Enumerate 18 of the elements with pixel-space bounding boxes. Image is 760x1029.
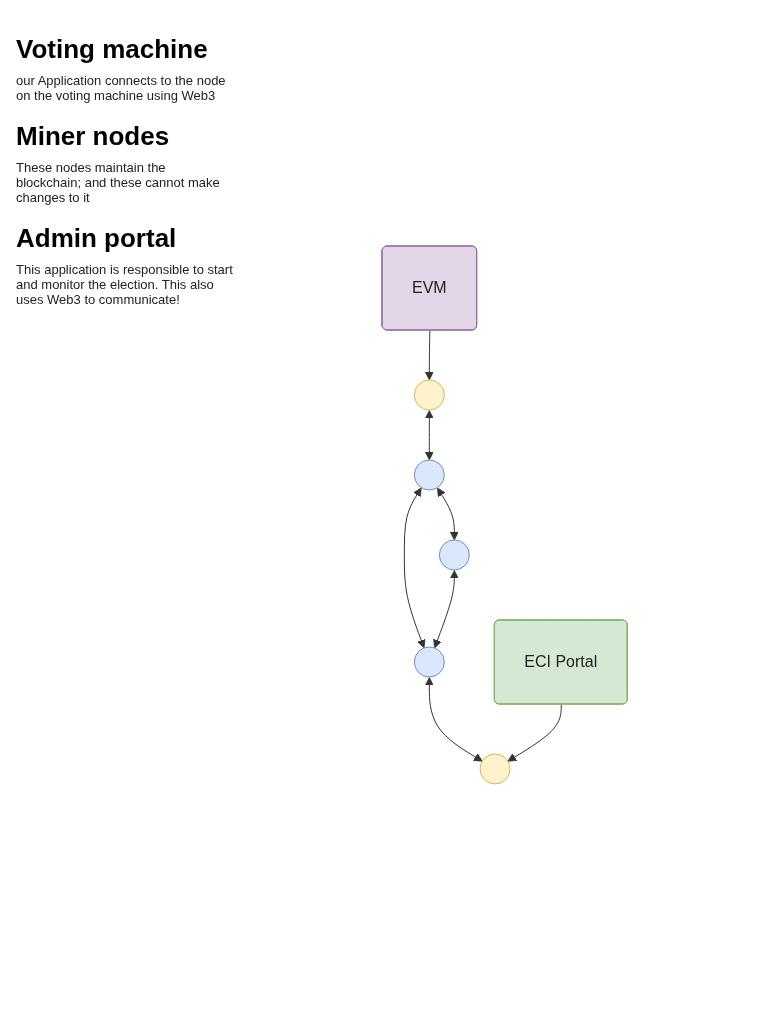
arrow xyxy=(425,409,435,460)
node-circle xyxy=(439,539,471,570)
arrow xyxy=(425,329,435,380)
node-circle xyxy=(414,379,446,410)
arrow xyxy=(507,703,563,762)
section-heading: Admin portal xyxy=(16,223,178,254)
node-circle xyxy=(479,753,511,784)
note-text: These nodes maintain the blockchain; and these cannot make changes to it xyxy=(16,160,221,205)
node-circle xyxy=(414,459,446,490)
arrow xyxy=(433,569,460,648)
section-heading: Voting machine xyxy=(16,34,209,65)
arrow xyxy=(437,487,460,540)
note-text: This application is responsible to start and monitor the election. This also uses Web3 to communicate! xyxy=(16,262,234,307)
section-heading: Miner nodes xyxy=(16,121,171,152)
arrow xyxy=(425,676,484,762)
note-text: our Application connects to the node on the voting machine using Web3 xyxy=(16,73,227,103)
node-circle xyxy=(414,646,446,677)
arrow xyxy=(404,487,426,648)
